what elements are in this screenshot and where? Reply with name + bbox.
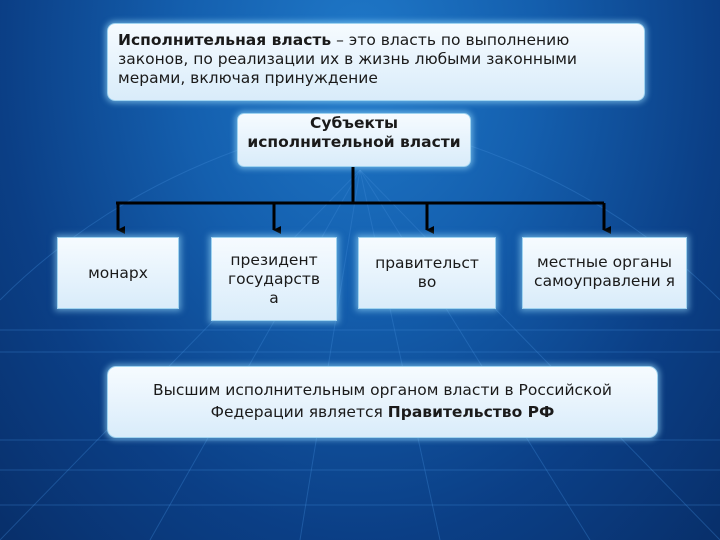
subject-label: местные органы самоуправлени я <box>534 253 675 290</box>
definition-box: Исполнительная власть – это власть по вы… <box>107 23 645 101</box>
subject-label: монарх <box>88 263 148 282</box>
subjects-title: Субъекты исполнительной власти <box>247 114 461 151</box>
conclusion-text: Высшим исполнительным органом власти в Р… <box>152 381 612 421</box>
subjects-title-box: Субъекты исполнительной власти <box>237 113 471 167</box>
subject-local-government-box: местные органы самоуправлени я <box>522 237 687 309</box>
subject-label: президент государств а <box>227 250 321 307</box>
subject-monarch-box: монарх <box>57 237 179 309</box>
conclusion-box: Высшим исполнительным органом власти в Р… <box>107 366 658 438</box>
subject-label: правительст во <box>375 254 479 291</box>
definition-text: – это власть по выполнению законов, по р… <box>118 31 577 87</box>
definition-term: Исполнительная власть <box>118 31 332 49</box>
subject-government-box: правительст во <box>358 237 496 309</box>
conclusion-bold: Правительство РФ <box>387 403 555 421</box>
subject-president-box: президент государств а <box>211 237 337 321</box>
